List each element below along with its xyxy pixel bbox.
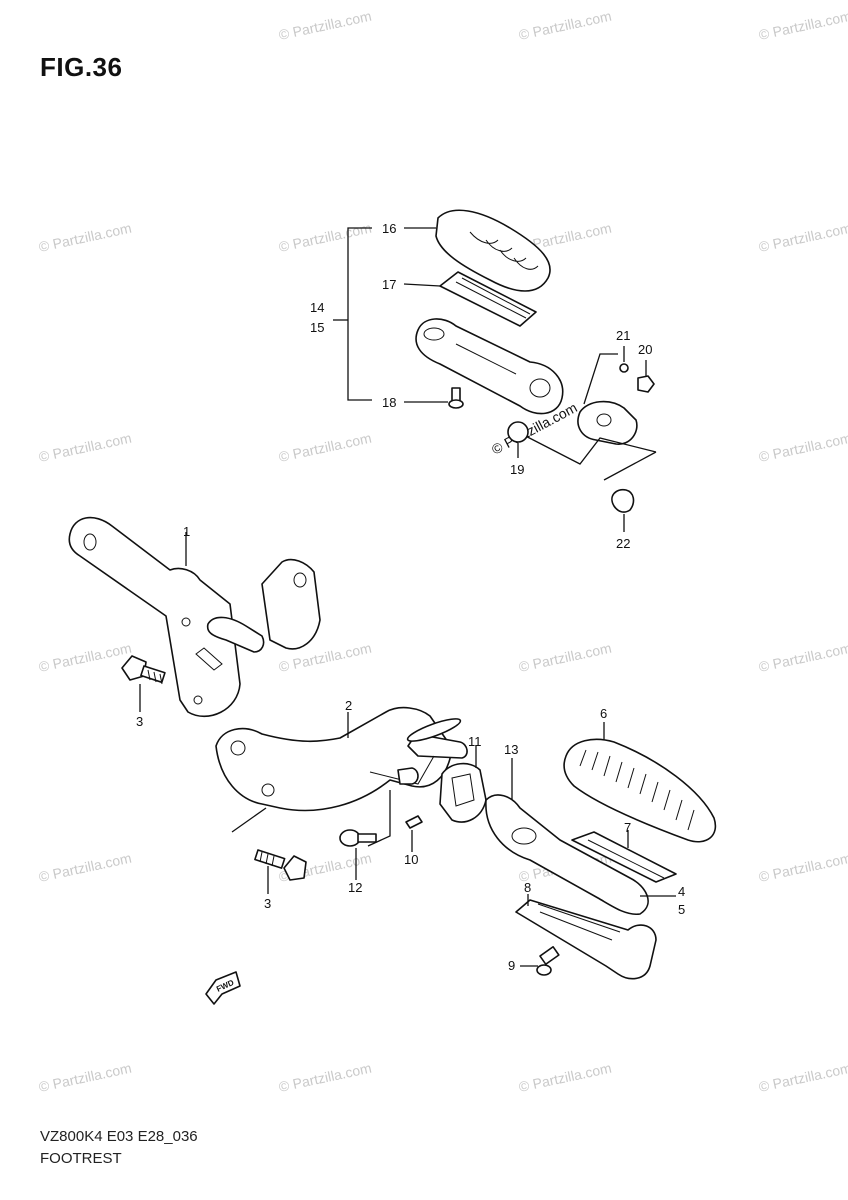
diagram-title: FOOTREST: [40, 1150, 122, 1167]
ball-19: [507, 421, 529, 443]
callout-17: 17: [382, 277, 396, 292]
watermark: © Partzilla.com: [277, 430, 373, 465]
watermark: © Partzilla.com: [757, 220, 848, 255]
bolt-3-lower: [254, 849, 307, 881]
spring-11: [439, 762, 487, 823]
footrest-bracket-2: [215, 706, 468, 812]
nut-20: [637, 375, 655, 393]
footrest-rubber-6: [563, 738, 717, 843]
watermark: © Partzilla.com: [37, 430, 133, 465]
footrest-bracket-1: [68, 516, 321, 717]
front-footrest-arm: [485, 794, 649, 916]
front-footrest-assembly: FWD: [68, 516, 717, 1005]
callout-16: 16: [382, 221, 396, 236]
diagram-code: VZ800K4 E03 E28_036: [40, 1128, 198, 1145]
leader-line: [231, 807, 267, 833]
callout-7: 7: [624, 820, 631, 835]
callout-19: 19: [510, 462, 524, 477]
figure-title: FIG.36: [40, 52, 123, 82]
callout-15: 15: [310, 320, 324, 335]
footrest-plate-7: [571, 831, 677, 883]
callout-6: 6: [600, 706, 607, 721]
bolt-9: [536, 946, 560, 976]
watermark: © Partzilla.com: [37, 850, 133, 885]
leader-line: [583, 353, 618, 405]
watermark: © Partzilla.com: [277, 1060, 373, 1095]
callout-8: 8: [524, 880, 531, 895]
callout-3-upper: 3: [136, 714, 143, 729]
clip-22: [611, 488, 635, 513]
watermark: © Partzilla.com: [277, 220, 373, 255]
watermark: © Partzilla.com: [757, 850, 848, 885]
leader-line: [403, 283, 441, 287]
callout-21: 21: [616, 328, 630, 343]
forward-arrow-icon: FWD: [205, 971, 241, 1005]
watermark: © Partzilla.com: [757, 640, 848, 675]
callout-1: 1: [183, 524, 190, 539]
watermark: © Partzilla.com: [757, 1060, 848, 1095]
callout-4: 4: [678, 884, 685, 899]
callout-3-lower: 3: [264, 896, 271, 911]
callout-18: 18: [382, 395, 396, 410]
group-bracket-line: [347, 227, 372, 401]
callout-9: 9: [508, 958, 515, 973]
callout-14: 14: [310, 300, 324, 315]
callout-11: 11: [468, 734, 482, 749]
watermark: © Partzilla.com: [757, 430, 848, 465]
watermark: © Partzilla.com: [37, 640, 133, 675]
watermark: © Partzilla.com: [517, 8, 613, 43]
leader-line: [509, 427, 657, 465]
step-plate-8: [515, 899, 657, 980]
callout-2: 2: [345, 698, 352, 713]
watermark: © Partzilla.com: [277, 8, 373, 43]
rear-footrest-assembly: [333, 209, 657, 532]
callout-10: 10: [404, 852, 418, 867]
callout-22: 22: [616, 536, 630, 551]
rear-footrest-holder: [577, 400, 638, 445]
watermark: © Partzilla.com: [517, 640, 613, 675]
callout-20: 20: [638, 342, 652, 357]
watermark: © Partzilla.com: [37, 1060, 133, 1095]
watermark: © Partzilla.com: [517, 1060, 613, 1095]
bolt-18: [448, 387, 464, 409]
watermark-layer: © Partzilla.com © Partzilla.com © Partzi…: [37, 8, 848, 1095]
pin-12: [339, 829, 377, 847]
rear-footrest-arm: [415, 318, 564, 415]
footrest-plate-17: [439, 271, 537, 327]
callout-13: 13: [504, 742, 518, 757]
footrest-rubber-16: [435, 209, 551, 292]
callout-12: 12: [348, 880, 362, 895]
leader-line: [603, 451, 657, 481]
callout-labels: 1 2 3 3 4 5 6 7 8 9 10 11 12 13 14 15 16…: [136, 221, 685, 973]
callout-5: 5: [678, 902, 685, 917]
cotter-pin-10: [405, 815, 423, 829]
ball-21: [619, 363, 629, 373]
watermark: © Partzilla.com: [37, 220, 133, 255]
bolt-3-upper: [121, 655, 166, 685]
watermark: © Partzilla.com: [757, 8, 848, 43]
